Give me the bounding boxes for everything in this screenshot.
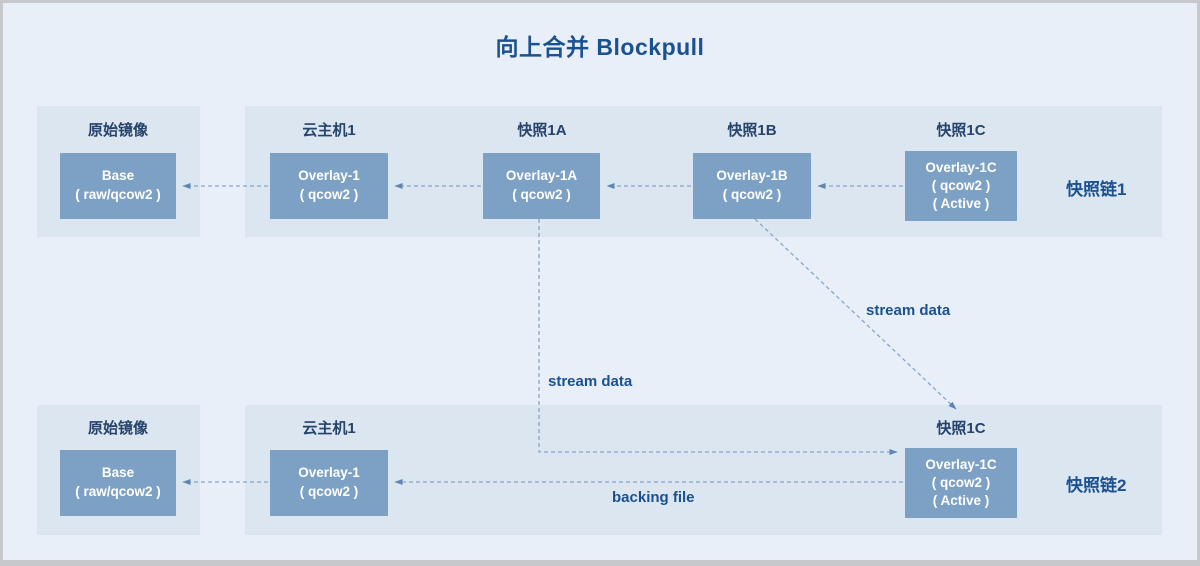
node-text: Base <box>101 168 135 184</box>
label-vm1-bottom: 云主机1 <box>302 420 356 437</box>
node-text: ( raw/qcow2 ) <box>75 187 161 202</box>
label-snapshot-1c-bottom: 快照1C <box>936 420 986 437</box>
chain1-label: 快照链1 <box>1066 180 1127 199</box>
node-text: ( qcow2 ) <box>931 178 991 194</box>
label-base-image-top: 原始镜像 <box>87 122 148 139</box>
node-base-bottom: Base ( raw/qcow2 ) <box>60 450 176 516</box>
node-base-top: Base ( raw/qcow2 ) <box>60 153 176 219</box>
node-overlay1b: Overlay-1B ( qcow2 ) <box>693 153 811 219</box>
label-snapshot-1c-top: 快照1C <box>936 122 986 139</box>
node-overlay1-top: Overlay-1 ( qcow2 ) <box>270 153 388 219</box>
node-text: Overlay-1B <box>716 168 788 184</box>
label-vm1-top: 云主机1 <box>302 122 356 139</box>
stream-data-elbow-ov1a-to-ov1c <box>538 219 898 455</box>
node-text: ( Active ) <box>932 492 990 508</box>
node-text: ( qcow2 ) <box>722 187 782 202</box>
label-snapshot-1b: 快照1B <box>727 122 777 139</box>
node-text: Overlay-1A <box>505 168 578 184</box>
label-base-image-bottom: 原始镜像 <box>87 420 148 437</box>
node-text: Overlay-1C <box>925 457 997 473</box>
node-text: ( qcow2 ) <box>931 475 991 491</box>
node-text: ( qcow2 ) <box>299 484 359 499</box>
node-overlay1c-top: Overlay-1C ( qcow2 ) ( Active ) <box>905 151 1017 221</box>
node-text: Overlay-1 <box>298 465 360 481</box>
node-text: ( qcow2 ) <box>512 187 571 202</box>
annotation-backing-file: backing file <box>612 489 695 506</box>
node-overlay1-bottom: Overlay-1 ( qcow2 ) <box>270 450 388 516</box>
node-text: ( qcow2 ) <box>299 187 359 202</box>
annotation-stream-data-left: stream data <box>548 373 633 390</box>
node-text: ( Active ) <box>932 195 990 211</box>
diagram-title: 向上合并 Blockpull <box>495 34 705 60</box>
label-snapshot-1a: 快照1A <box>517 122 567 139</box>
node-text: ( raw/qcow2 ) <box>75 484 161 499</box>
node-text: Overlay-1C <box>925 160 997 176</box>
annotation-stream-data-right: stream data <box>866 302 951 319</box>
node-text: Base <box>101 465 135 481</box>
node-overlay1a: Overlay-1A ( qcow2 ) <box>483 153 600 219</box>
node-text: Overlay-1 <box>298 168 360 184</box>
chain2-label: 快照链2 <box>1066 476 1127 495</box>
node-overlay1c-bottom: Overlay-1C ( qcow2 ) ( Active ) <box>905 448 1017 518</box>
